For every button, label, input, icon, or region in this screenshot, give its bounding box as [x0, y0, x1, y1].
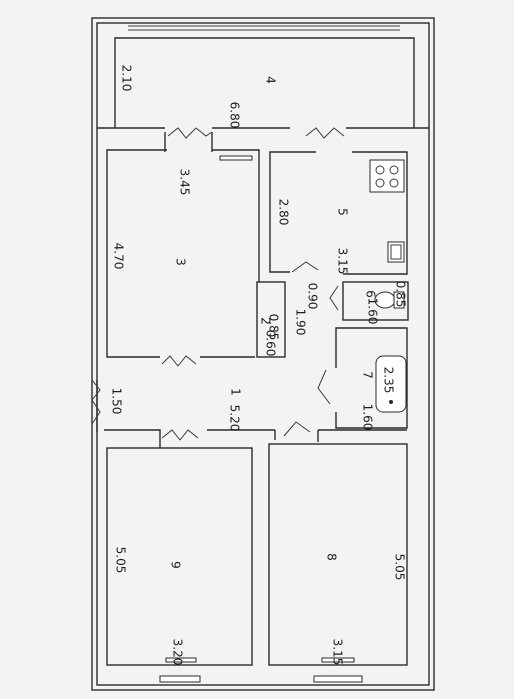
door-room-5-hall[interactable]	[291, 261, 319, 273]
room-5-number: 5	[336, 208, 350, 216]
hall-walls	[96, 380, 407, 448]
room-8-outline	[268, 443, 408, 666]
room-2-dimension-2: 0.60	[264, 330, 278, 357]
door-room-7[interactable]	[317, 369, 331, 405]
room-6-outline	[342, 281, 409, 321]
room-2-outline	[256, 281, 286, 358]
room-5-dimension-2: 2.80	[277, 199, 291, 226]
hall-dimension-1: 1.90	[294, 309, 308, 336]
room-1-dimension-2: 1.50	[110, 388, 124, 415]
room-8-number: 8	[325, 553, 339, 561]
stove-icon	[369, 159, 405, 193]
room-9-dimension-2: 5.05	[114, 547, 128, 574]
door-room-3-hall[interactable]	[161, 355, 197, 367]
room-7-dimension-1: 2.35	[382, 367, 396, 394]
room-4-dimension-1: 6.80	[228, 102, 242, 129]
room-1-dimension-1: 5.20	[228, 405, 242, 432]
sill-room-8	[321, 657, 355, 663]
door-room-3[interactable]	[167, 127, 213, 139]
door-room-8[interactable]	[283, 421, 311, 437]
sill-room-9	[165, 657, 197, 663]
room-1-number: 1	[229, 388, 243, 396]
room-2-dimension-1: 0.85	[267, 314, 281, 341]
room-6-dimension-1: 1.60	[366, 298, 380, 325]
room-5-dimension-1: 3.15	[336, 248, 350, 275]
door-room-6[interactable]	[329, 285, 339, 311]
room-4-number: 4	[264, 76, 278, 84]
outer-walls	[91, 17, 435, 691]
room-8-dimension-1: 3.15	[331, 639, 345, 666]
window-room-3	[219, 155, 253, 161]
entrance-door[interactable]	[91, 379, 101, 425]
room-9-dimension-1: 3.20	[171, 639, 185, 666]
labels: 46.802.1033.454.7053.152.8020.850.6061.6…	[110, 65, 408, 666]
doors	[91, 127, 345, 441]
toilet-icon	[374, 291, 405, 309]
room-3-outline	[97, 127, 260, 358]
room-9-number: 9	[169, 561, 183, 569]
window-room-9	[159, 675, 201, 683]
room-7-dimension-2: 1.60	[361, 404, 375, 431]
room-3-dimension-1: 3.45	[178, 169, 192, 196]
room-7-number: 7	[361, 371, 375, 379]
window-room-8	[313, 675, 363, 683]
room-3-number: 3	[174, 258, 188, 266]
sink-icon	[387, 241, 405, 263]
door-room-5[interactable]	[305, 127, 345, 139]
room-5-outline	[212, 127, 429, 275]
room-6-dimension-2: 0.85	[394, 281, 408, 308]
room-4-outline	[114, 25, 415, 128]
windows	[159, 155, 363, 683]
room-7-outline	[335, 327, 408, 429]
room-4-dimension-2: 2.10	[120, 65, 134, 92]
door-room-9[interactable]	[161, 429, 199, 441]
room-9-outline	[106, 447, 253, 666]
bathtub-icon	[375, 355, 407, 413]
room-8-dimension-2: 5.05	[393, 554, 407, 581]
hall-dimension-2: 0.90	[306, 283, 320, 310]
room-2-number: 2	[259, 317, 273, 325]
room-3-dimension-2: 4.70	[112, 243, 126, 270]
room-6-number: 6	[364, 290, 378, 298]
